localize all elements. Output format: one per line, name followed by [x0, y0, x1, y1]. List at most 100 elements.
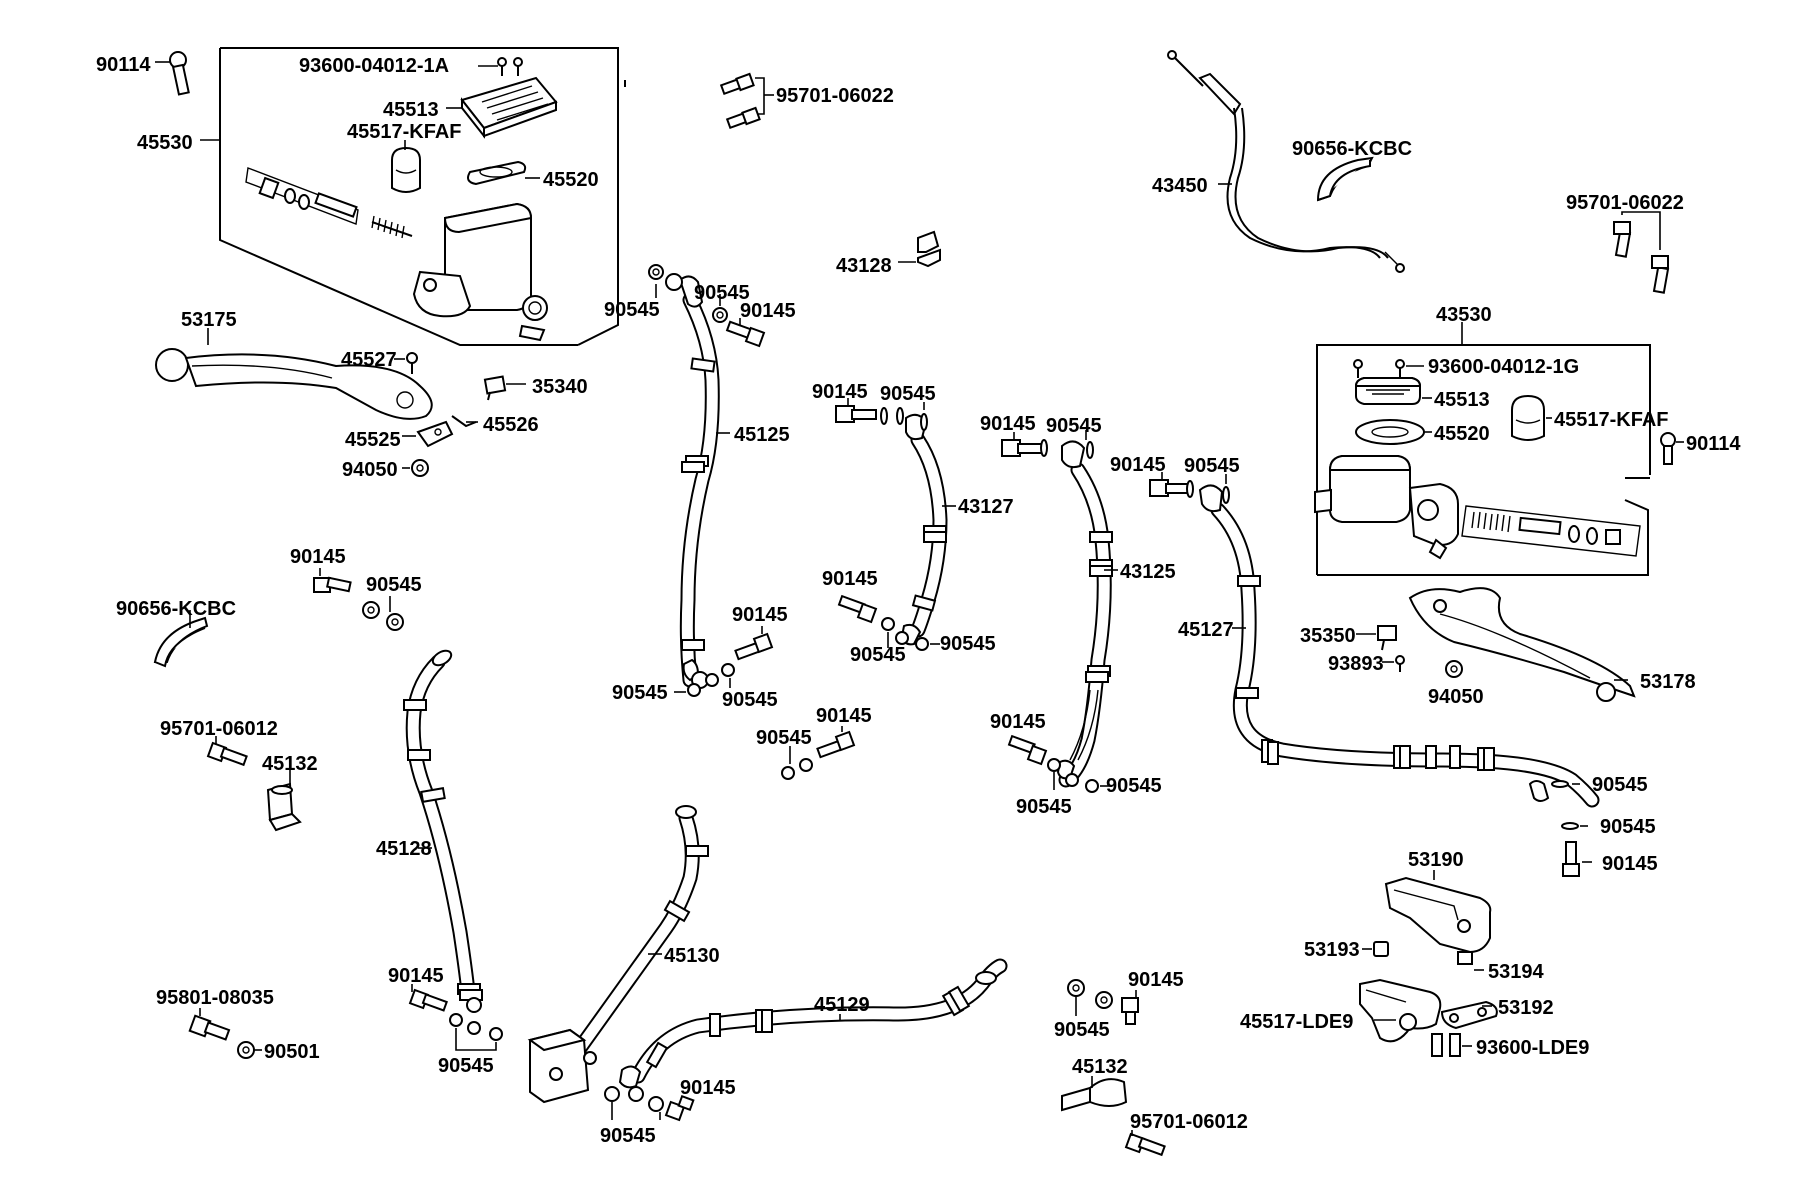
cable-tie-90656-kcbc-left — [153, 610, 209, 668]
label-90545-f: 90545 — [366, 574, 422, 596]
bolt-90114-left — [155, 51, 190, 96]
washers-90545-left — [362, 596, 404, 631]
label-90545-i: 90545 — [612, 682, 668, 704]
label-45525: 45525 — [345, 429, 401, 451]
pin-45527 — [394, 352, 418, 374]
bolt-95801-08035 — [188, 1008, 231, 1041]
bolt-washers-43127-bottom — [837, 594, 940, 651]
label-90545-r: 90545 — [600, 1125, 656, 1147]
label-90545-h: 90545 — [940, 633, 996, 655]
nut-94050-left — [402, 459, 429, 477]
label-90545-p: 90545 — [1054, 1019, 1110, 1041]
label-90545-j: 90545 — [722, 689, 778, 711]
right-master-cylinder-frame — [1316, 322, 1651, 576]
label-90145-d: 90145 — [1110, 454, 1166, 476]
junction-block — [527, 1028, 597, 1104]
label-90145-i: 90145 — [990, 711, 1046, 733]
label-90545-c: 90545 — [880, 383, 936, 405]
screw-93893 — [1382, 655, 1405, 672]
clamp-45132-bottom — [1061, 1076, 1128, 1112]
hose-45130 — [572, 805, 709, 1056]
label-43128: 43128 — [836, 255, 892, 277]
label-90545-g: 90545 — [850, 644, 906, 666]
label-53193: 53193 — [1304, 939, 1360, 961]
label-53192: 53192 — [1498, 997, 1554, 1019]
label-45517-lde9: 45517-LDE9 — [1240, 1011, 1353, 1033]
label-90145-h: 90145 — [816, 705, 872, 727]
label-90545-a: 90545 — [604, 299, 660, 321]
bolt-washers-45127-top — [1149, 472, 1230, 504]
label-94050-right: 94050 — [1428, 686, 1484, 708]
bolt-90145-top-45125 — [725, 318, 766, 348]
label-45130: 45130 — [664, 945, 720, 967]
bolts-95701-06022-right — [1613, 211, 1670, 294]
label-53175: 53175 — [181, 309, 237, 331]
label-90114-right: 90114 — [1686, 433, 1741, 455]
nut-53194 — [1457, 951, 1484, 971]
label-45517-kfaf-right: 45517-KFAF — [1554, 409, 1669, 431]
bolt-95701-06012-left — [206, 736, 248, 767]
switch-35350 — [1356, 625, 1397, 651]
master-cylinder-body-right — [1314, 455, 1459, 560]
label-95801-08035: 95801-08035 — [156, 987, 274, 1009]
label-90545-m: 90545 — [1016, 796, 1072, 818]
label-90656-kcbc-top: 90656-KCBC — [1292, 138, 1412, 160]
label-53190: 53190 — [1408, 849, 1464, 871]
bolt-90114-right — [1660, 432, 1684, 465]
label-90545-b: 90545 — [694, 282, 750, 304]
clip-43128 — [898, 230, 941, 268]
label-90545-e: 90545 — [1184, 455, 1240, 477]
bolt-washers-center-mid — [781, 726, 856, 780]
label-45129: 45129 — [814, 994, 870, 1016]
label-93600-04012-1a: 93600-04012-1A — [299, 55, 449, 77]
brake-lever-53178 — [1408, 587, 1636, 702]
label-94050-left: 94050 — [342, 459, 398, 481]
plate-45525 — [402, 420, 454, 448]
bolt-washers-43125-top — [1001, 430, 1094, 459]
label-90145-c: 90145 — [980, 413, 1036, 435]
label-90545-k: 90545 — [756, 727, 812, 749]
washers-bolt-45129 — [604, 1086, 695, 1122]
label-90145-l: 90145 — [1128, 969, 1184, 991]
clamp-45132-left — [266, 762, 302, 832]
label-45517-kfaf-left: 45517-KFAF — [347, 121, 462, 143]
label-90145-b: 90145 — [812, 381, 868, 403]
label-53178: 53178 — [1640, 671, 1696, 693]
label-95701-06022-top: 95701-06022 — [776, 85, 894, 107]
bolts-95701-06022-top — [719, 72, 774, 130]
piston-set-left — [245, 167, 413, 239]
label-90145-g: 90145 — [732, 604, 788, 626]
label-90145-f: 90145 — [822, 568, 878, 590]
label-93893: 93893 — [1328, 653, 1384, 675]
label-93600-04012-1g: 93600-04012-1G — [1428, 356, 1579, 378]
screws-93600-04012-1g — [1353, 359, 1424, 378]
label-90145-e: 90145 — [290, 546, 346, 568]
label-93600-lde9: 93600-LDE9 — [1476, 1037, 1589, 1059]
plate-45520-right — [1355, 419, 1432, 445]
label-45125: 45125 — [734, 424, 790, 446]
label-45513-right: 45513 — [1434, 389, 1490, 411]
nut-94050-right — [1445, 660, 1463, 678]
left-master-cylinder-frame — [200, 47, 626, 346]
bolt-90145-left — [313, 568, 352, 593]
plate-45520-left — [467, 160, 540, 186]
label-90145-j: 90145 — [1602, 853, 1658, 875]
label-45530: 45530 — [137, 132, 193, 154]
label-90501: 90501 — [264, 1041, 320, 1063]
screws-93600-lde9 — [1431, 1033, 1472, 1057]
label-45132-left: 45132 — [262, 753, 318, 775]
screws-93600-04012-1a — [478, 57, 523, 76]
cable-tie-90656-kcbc-top — [1316, 156, 1374, 202]
bolt-95701-06012-bottom — [1124, 1130, 1166, 1157]
reservoir-cap-45513-left — [446, 76, 558, 139]
label-45128: 45128 — [376, 838, 432, 860]
brake-lever-53175 — [155, 328, 433, 420]
part-labels: 90114 45530 93600-04012-1A 45513 45517-K… — [96, 54, 1741, 1147]
label-90545-o: 90545 — [1600, 816, 1656, 838]
label-45132-bottom: 45132 — [1072, 1056, 1128, 1078]
switch-35340 — [483, 375, 526, 401]
label-90545-q: 90545 — [438, 1055, 494, 1077]
label-90656-kcbc-left: 90656-KCBC — [116, 598, 236, 620]
nut-53193 — [1362, 941, 1389, 957]
